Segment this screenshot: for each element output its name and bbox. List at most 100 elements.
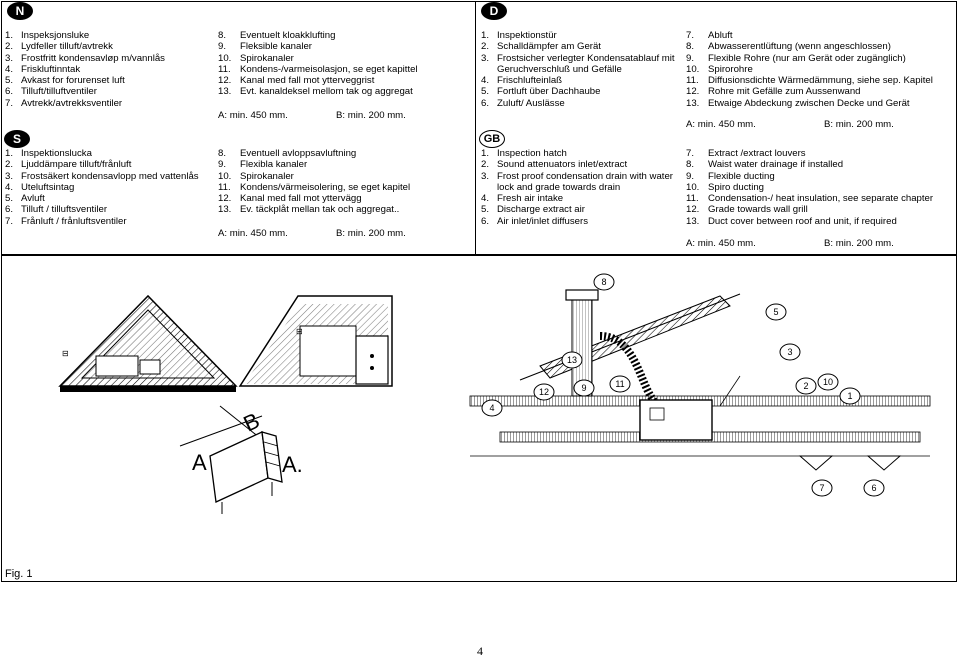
item-text: Waist water drainage if installed (708, 159, 844, 171)
dimension-b: B: min. 200 mm. (824, 238, 894, 249)
item-text: Rohre mit Gefälle zum Aussenwand (708, 86, 861, 98)
item-number: 7. (686, 148, 695, 159)
item-number: 7. (5, 215, 14, 227)
item-text: Fortluft über Dachhaube (497, 86, 601, 98)
item-text: Kondens-/varmeisolasjon, se eget kapitte… (240, 63, 418, 75)
legend-frame (1, 1, 957, 255)
item-number: 8. (686, 41, 695, 53)
callout-4: 4 (481, 399, 503, 417)
item-number: 6. (481, 215, 490, 227)
item-text: Grade towards wall grill (708, 204, 808, 216)
callout-13: 13 (561, 351, 583, 369)
list-item: 12.Kanal med fall mot ytterveggrist (218, 75, 418, 86)
item-text: Air inlet/inlet diffusers (497, 215, 589, 227)
page-number: 4 (477, 644, 483, 656)
item-number: 4. (481, 193, 490, 205)
svg-text:11: 11 (615, 379, 624, 389)
item-text: Ev. täckplåt mellan tak och aggregat.. (240, 204, 400, 216)
item-text: Avluft (21, 193, 45, 205)
item-number: 1. (481, 148, 490, 159)
english-dimensions: A: min. 450 mm. B: min. 200 mm. (686, 238, 894, 249)
svg-text:13: 13 (567, 355, 577, 365)
item-text: Frostsicher verlegter Kondensatablauf mi… (497, 52, 675, 75)
list-item: 2.Sound attenuators inlet/extract (481, 159, 681, 170)
item-text: Frischlufteinlaß (497, 75, 563, 87)
item-text: Frostsäkert kondensavlopp med vattenlås (21, 170, 199, 182)
list-item: 1. Inspection hatch (481, 148, 681, 159)
label-a2: A. (282, 452, 303, 477)
item-text: Tilluft / tilluftsventiler (21, 204, 108, 216)
list-item: 11.Kondens-/varmeisolasjon, se eget kapi… (218, 64, 418, 75)
sweden-badge: S (4, 130, 30, 148)
list-item: 4.Uteluftsintag (5, 182, 199, 193)
item-number: 3. (5, 170, 14, 182)
list-item: 3.Frostsicher verlegter Kondensatablauf … (481, 53, 681, 76)
item-text: Extract /extract louvers (708, 148, 806, 159)
item-number: 10. (218, 52, 232, 64)
dimension-a: A: min. 450 mm. (218, 110, 288, 121)
callout-3: 3 (779, 343, 801, 361)
list-item: 10.Spirokanaler (218, 171, 410, 182)
figure-frame (1, 255, 957, 582)
label-b: B (240, 408, 264, 437)
list-item: 8.Abwasserentlüftung (wenn angeschlossen… (686, 41, 933, 52)
germany-badge: D (481, 2, 507, 20)
list-item: 10.Spirorohre (686, 64, 933, 75)
item-number: 12. (686, 204, 700, 216)
norwegian-dimensions: A: min. 450 mm. B: min. 200 mm. (218, 110, 406, 121)
item-text: Inspection hatch (497, 148, 567, 159)
item-text: Inspeksjonsluke (21, 30, 90, 41)
list-item: 11. Kondens/värmeisolering, se eget kapit… (218, 182, 410, 193)
callout-12: 12 (533, 383, 555, 401)
dimension-a: A: min. 450 mm. (686, 238, 756, 249)
item-number: 13. (218, 204, 232, 216)
svg-text:10: 10 (823, 377, 833, 387)
item-text: Spirorohre (708, 63, 753, 75)
list-item: 7. Extract /extract louvers (686, 148, 933, 159)
left-attic: ⊟ (58, 294, 238, 392)
item-number: 1. (5, 148, 14, 159)
list-item: 9.Fleksible kanaler (218, 41, 418, 52)
item-text: Kanal med fall mot ytterveggrist (240, 75, 375, 87)
item-text: Avtrekk/avtrekksventiler (21, 97, 123, 109)
svg-text:7: 7 (819, 483, 824, 493)
item-number: 5. (481, 86, 490, 98)
list-item: 4.Frischlufteinlaß (481, 75, 681, 86)
item-number: 11. (218, 181, 231, 193)
item-number: 8. (218, 148, 227, 159)
svg-text:6: 6 (871, 483, 876, 493)
item-text: Inspektionstür (497, 30, 557, 41)
item-number: 1. (481, 30, 490, 41)
list-item: 8.Eventuelt kloakklufting (218, 30, 418, 41)
item-text: Discharge extract air (497, 204, 585, 216)
list-item: 2.Schalldämpfer am Gerät (481, 41, 681, 52)
list-item: 3.Frostfritt kondensavløp m/vannlås (5, 53, 165, 64)
list-item: 9.Flexible ducting (686, 171, 933, 182)
item-number: 10. (686, 181, 700, 193)
item-number: 4. (5, 63, 14, 75)
list-item: 4.Friskluftinntak (5, 64, 165, 75)
figure-caption: Fig. 1 (5, 568, 33, 580)
list-item: 5.Avkast for forurenset luft (5, 75, 165, 86)
list-item: 4.Fresh air intake (481, 193, 681, 204)
list-item: 13.Etwaige Abdeckung zwischen Decke und … (686, 98, 933, 109)
list-item: 11.Condensation-/ heat insulation, see s… (686, 193, 933, 204)
list-item: 6.Tilluft/tilluftventiler (5, 86, 165, 97)
list-item: 11.Diffusionsdichte Wärmedämmung, siehe … (686, 75, 933, 86)
svg-text:1: 1 (847, 391, 852, 401)
item-text: Fleksible kanaler (240, 41, 312, 53)
middle-attic: ⊟ (238, 295, 393, 387)
item-number: 7. (5, 97, 14, 109)
item-number: 3. (5, 52, 14, 64)
item-number: 4. (5, 181, 14, 193)
item-text: Diffusionsdichte Wärmedämmung, siehe sep… (708, 75, 933, 87)
item-text: Kondens/värmeisolering, se eget kapitel (240, 181, 411, 193)
callout-5: 5 (765, 303, 787, 321)
svg-text:12: 12 (539, 387, 549, 397)
item-number: 5. (5, 75, 14, 87)
